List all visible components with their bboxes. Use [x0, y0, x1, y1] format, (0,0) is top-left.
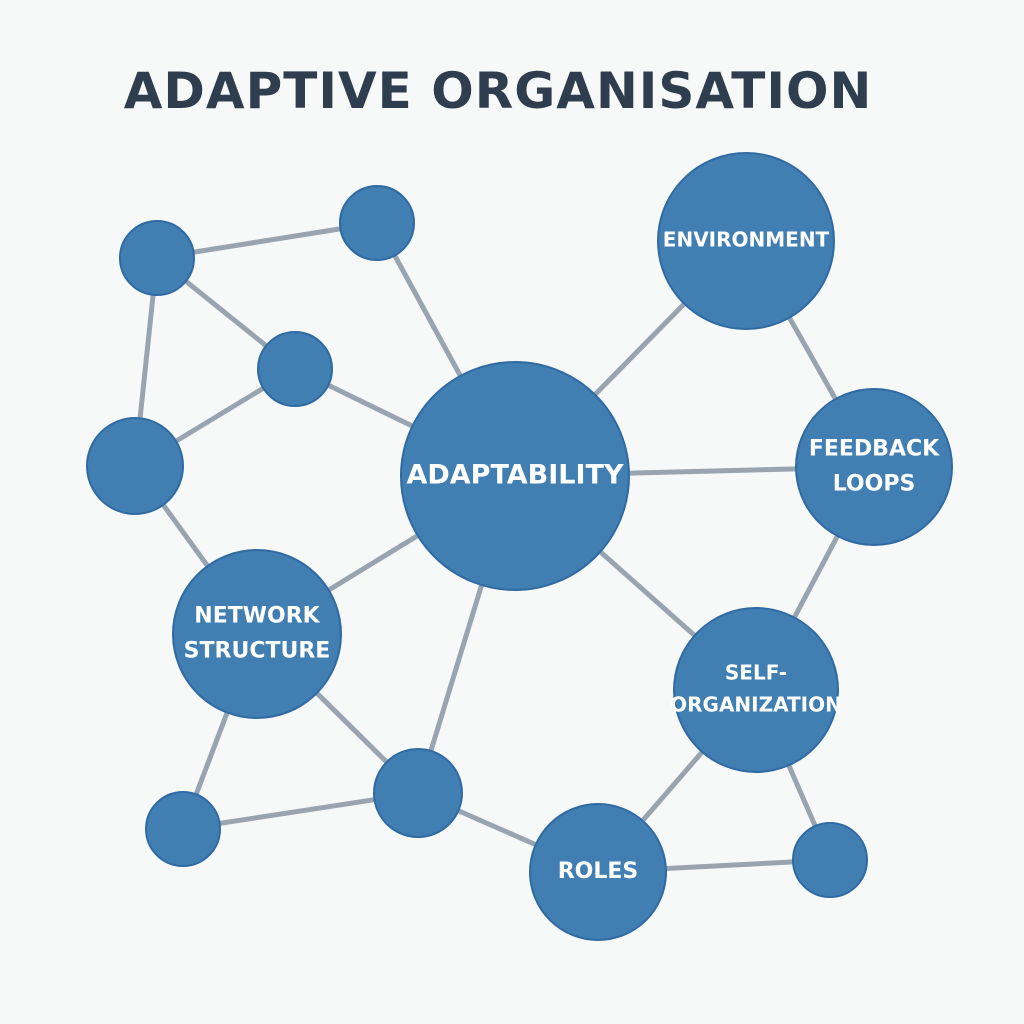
node-circle [400, 361, 630, 591]
node-label: STRUCTURE [184, 639, 331, 664]
node-feedback: FEEDBACK LOOPS [795, 388, 953, 546]
node-circle [172, 549, 342, 719]
node-label: ENVIRONMENT [663, 228, 830, 252]
node-circle [145, 791, 221, 867]
node-circle [529, 803, 667, 941]
node-circle [657, 152, 835, 330]
node-circle [257, 331, 333, 407]
node-label: NETWORK [194, 603, 320, 628]
node-network: NETWORK STRUCTURE [172, 549, 342, 719]
node-circle [373, 748, 463, 838]
node-label: ORGANIZATION [670, 693, 842, 717]
node-roles: ROLES [529, 803, 667, 941]
node-circle [339, 185, 415, 261]
node-n5 [145, 791, 221, 867]
node-n3 [257, 331, 333, 407]
node-n4 [86, 417, 184, 515]
node-label: FEEDBACK [809, 436, 940, 461]
node-label: ROLES [558, 859, 639, 884]
node-n7 [792, 822, 868, 898]
node-environment: ENVIRONMENT [657, 152, 835, 330]
node-label: SELF- [725, 661, 787, 685]
node-circle [792, 822, 868, 898]
node-n1 [119, 220, 195, 296]
node-adaptability: ADAPTABILITY [400, 361, 630, 591]
node-circle [673, 607, 839, 773]
diagram-title: ADAPTIVE ORGANISATION [123, 62, 873, 120]
node-circle [86, 417, 184, 515]
node-n2 [339, 185, 415, 261]
node-label: LOOPS [833, 472, 916, 497]
node-label: ADAPTABILITY [406, 460, 624, 491]
node-circle [795, 388, 953, 546]
node-n6 [373, 748, 463, 838]
node-circle [119, 220, 195, 296]
node-selforg: SELF- ORGANIZATION [670, 607, 842, 773]
